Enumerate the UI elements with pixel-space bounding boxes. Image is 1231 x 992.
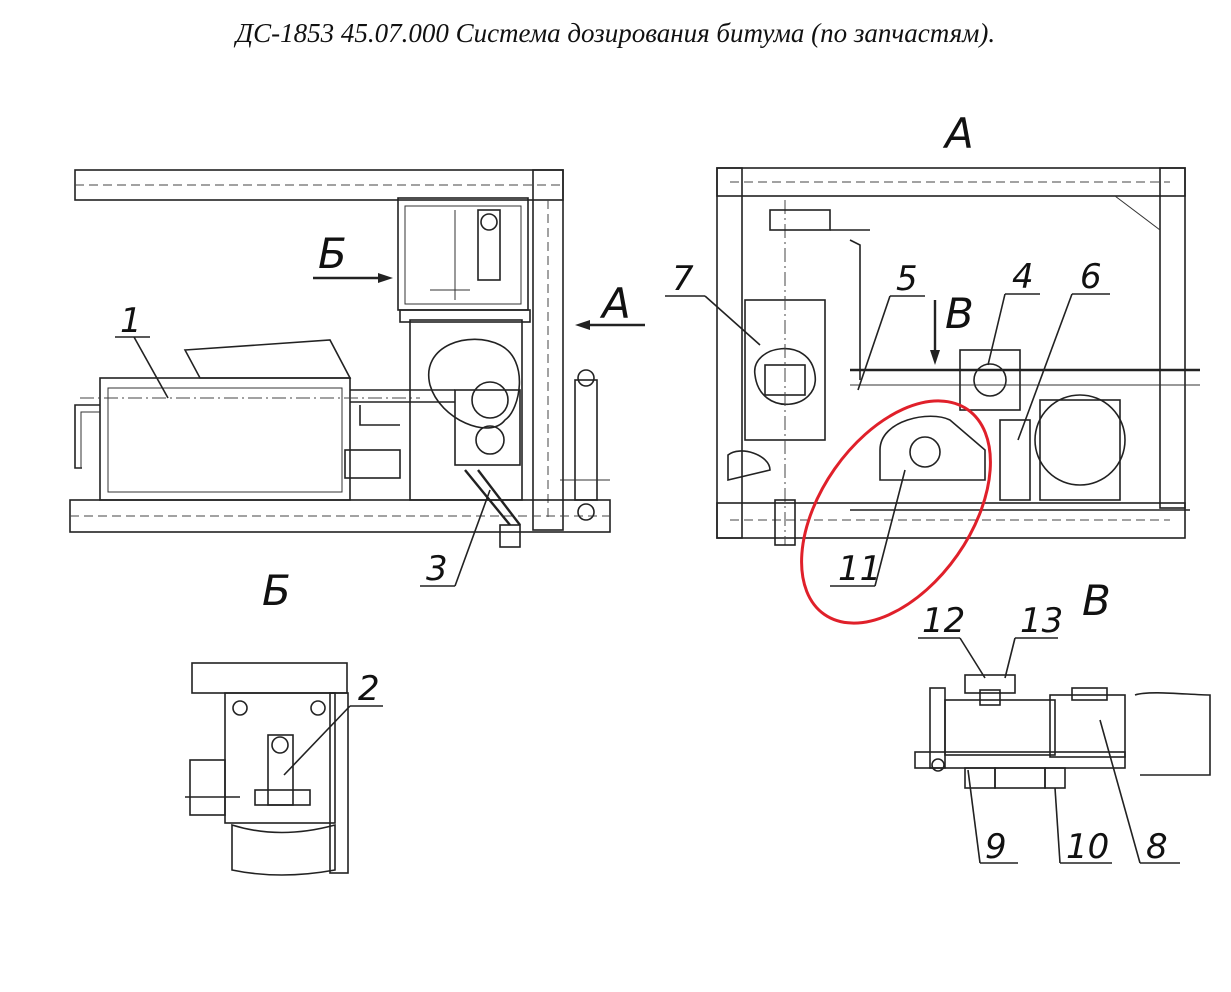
view-a-base	[716, 502, 1186, 539]
highlight-ellipse	[800, 399, 992, 625]
callout-12: 12	[922, 601, 965, 641]
callout-7: 7	[672, 259, 694, 299]
callout-5: 5	[896, 259, 918, 299]
view-a	[716, 167, 1200, 546]
motor-housing	[1034, 394, 1126, 486]
component-11-pump	[879, 415, 986, 481]
component-10-support	[1044, 767, 1066, 789]
view-label-a-top: А	[942, 109, 974, 158]
component-9-reducer	[944, 699, 1056, 756]
section-b-view	[185, 662, 349, 876]
callout-3: 3	[426, 549, 448, 589]
view-label-v-arrow: В	[945, 289, 974, 338]
arrow-b-head	[378, 273, 393, 283]
left-side-view	[69, 169, 611, 548]
component-6-body	[999, 419, 1031, 501]
arrow-v-head	[930, 350, 940, 365]
callout-8: 8	[1146, 827, 1168, 867]
right-frame-post	[532, 169, 564, 531]
component-12-13-cover	[964, 674, 1016, 694]
callout-11: 11	[838, 549, 881, 589]
callout-1: 1	[120, 301, 142, 341]
hydraulic-cylinder	[574, 379, 598, 501]
section-label-b: Б	[262, 566, 291, 615]
view-label-b-arrow: Б	[318, 229, 347, 278]
heater-cabinet	[397, 197, 529, 311]
section-label-v: В	[1082, 576, 1111, 625]
callout-13: 13	[1020, 601, 1063, 641]
arrow-a-head	[575, 320, 590, 330]
callout-6: 6	[1080, 257, 1102, 297]
view-label-a-arrow: А	[599, 279, 631, 328]
callout-4: 4	[1012, 257, 1034, 297]
component-4-valve	[959, 349, 1021, 411]
section-v-view	[914, 674, 1211, 789]
callout-2: 2	[358, 669, 380, 709]
bitumen-tank	[99, 377, 351, 501]
component-8-motor	[1049, 694, 1126, 758]
callout-10: 10	[1066, 827, 1109, 867]
section-b-top-beam	[191, 662, 348, 694]
tank-cover	[183, 339, 352, 379]
callout-9: 9	[985, 827, 1007, 867]
pump-housing	[409, 319, 523, 501]
drawing-title: ДС-1853 45.07.000 Система дозирования би…	[235, 18, 996, 48]
